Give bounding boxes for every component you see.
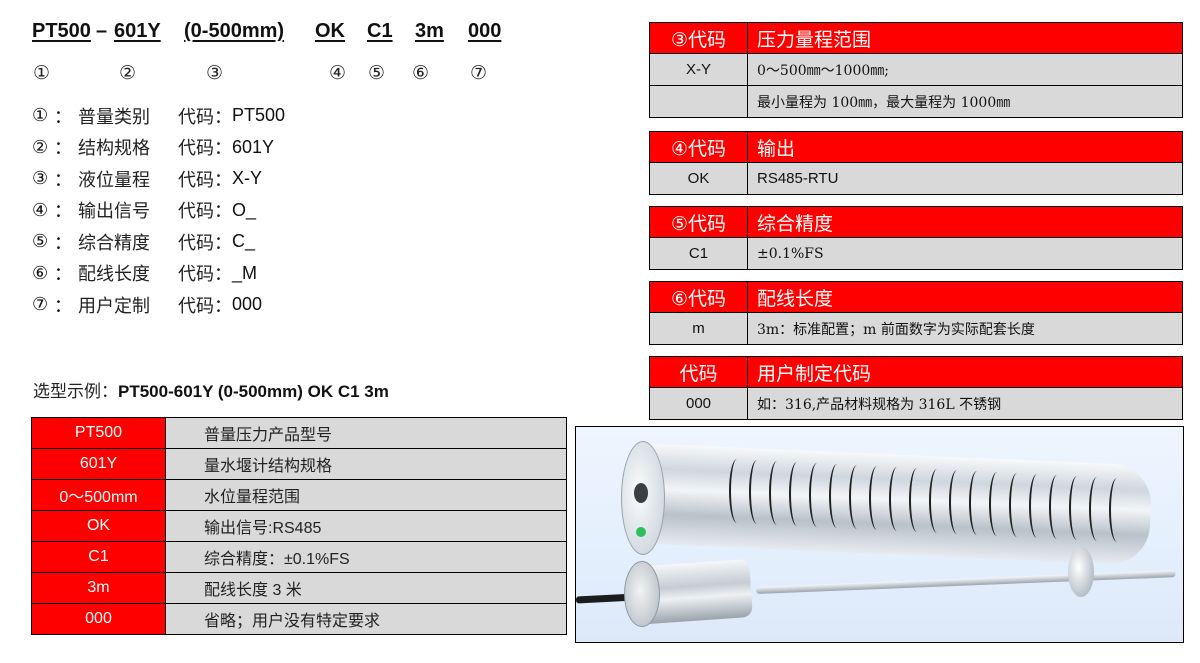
table-header: 代码用户制定代码 bbox=[649, 356, 1183, 388]
legend-item: ①：普量类别代码：PT500 bbox=[32, 100, 285, 132]
row-desc: 水位量程范围 bbox=[165, 479, 567, 511]
row-code: C1 bbox=[31, 541, 166, 573]
row-desc: 省略；用户没有特定要求 bbox=[165, 603, 567, 635]
level-indicator-icon bbox=[636, 527, 646, 537]
code-part-accuracy: C1 bbox=[367, 20, 393, 42]
legend-item: ⑤：综合精度代码：C_ bbox=[32, 226, 285, 258]
row-code: 000 bbox=[31, 603, 166, 635]
marker-3: ③ bbox=[206, 62, 224, 84]
legend-num: ② bbox=[32, 136, 49, 158]
legend-num: ④ bbox=[32, 199, 49, 221]
legend-num: ⑦ bbox=[32, 294, 49, 316]
legend-item: ③：液位量程代码：X-Y bbox=[32, 163, 285, 195]
legend-code: 601Y bbox=[232, 136, 275, 157]
row-desc: 配线长度 3 米 bbox=[165, 572, 567, 604]
marker-1: ① bbox=[33, 62, 51, 84]
marker-2: ② bbox=[119, 62, 137, 84]
product-photo bbox=[575, 426, 1184, 643]
row-desc: 输出信号:RS485 bbox=[165, 510, 567, 542]
example-value: PT500-601Y (0-500mm) OK C1 3m bbox=[118, 382, 389, 401]
legend-item: ④：输出信号代码：O_ bbox=[32, 195, 285, 227]
row-code: 0～500mm bbox=[31, 479, 166, 511]
table-row: 最小量程为 100㎜，最大量程为 1000㎜ bbox=[649, 85, 1183, 118]
code-part-output: OK bbox=[315, 20, 345, 42]
legend-num: ③ bbox=[32, 168, 49, 190]
code-separator: – bbox=[96, 20, 108, 42]
legend-name: 用户定制 bbox=[78, 295, 150, 316]
legend-name: 结构规格 bbox=[78, 138, 150, 159]
example-label: 选型示例： bbox=[33, 382, 118, 401]
probe-rod-image bbox=[755, 570, 1176, 594]
legend-code: C_ bbox=[232, 231, 256, 252]
legend-name: 综合精度 bbox=[78, 232, 150, 253]
legend-item: ⑦：用户定制代码：000 bbox=[32, 289, 285, 321]
legend-num: ⑥ bbox=[32, 262, 49, 284]
code-legend: ①：普量类别代码：PT500 ②：结构规格代码：601Y ③：液位量程代码：X-… bbox=[32, 100, 285, 321]
legend-code: X-Y bbox=[232, 168, 263, 189]
marker-4: ④ bbox=[329, 62, 347, 84]
selection-example: 选型示例：PT500-601Y (0-500mm) OK C1 3m bbox=[33, 377, 389, 402]
table-row: C1±0.1%FS bbox=[649, 237, 1183, 270]
marker-6: ⑥ bbox=[412, 62, 430, 84]
float-ball-image bbox=[1068, 547, 1094, 597]
marker-5: ⑤ bbox=[368, 62, 386, 84]
row-code: OK bbox=[31, 510, 166, 542]
table-header: ⑤代码综合精度 bbox=[649, 206, 1183, 238]
legend-name: 普量类别 bbox=[78, 106, 150, 127]
row-code: 601Y bbox=[31, 448, 166, 480]
legend-code: _M bbox=[232, 262, 258, 283]
spec-table-accuracy: ⑤代码综合精度 C1±0.1%FS bbox=[649, 206, 1183, 270]
code-part-cable: 3m bbox=[415, 20, 444, 42]
legend-name: 配线长度 bbox=[78, 264, 150, 285]
code-part-structure: 601Y bbox=[114, 20, 161, 42]
code-part-type: PT500 bbox=[32, 20, 91, 42]
row-code: PT500 bbox=[31, 417, 166, 449]
row-code: 3m bbox=[31, 572, 166, 604]
legend-name: 输出信号 bbox=[78, 201, 150, 222]
table-header: ③代码压力量程范围 bbox=[649, 22, 1183, 54]
legend-code: O_ bbox=[232, 199, 257, 220]
table-header: ④代码输出 bbox=[649, 131, 1183, 163]
row-desc: 普量压力产品型号 bbox=[165, 417, 567, 449]
marker-7: ⑦ bbox=[470, 62, 488, 84]
legend-code: PT500 bbox=[232, 105, 286, 126]
row-desc: 量水堰计结构规格 bbox=[165, 448, 567, 480]
code-part-custom: 000 bbox=[468, 20, 502, 42]
legend-item: ②：结构规格代码：601Y bbox=[32, 132, 285, 164]
legend-num: ① bbox=[32, 105, 49, 127]
legend-num: ⑤ bbox=[32, 231, 49, 253]
legend-code: 000 bbox=[232, 294, 263, 315]
code-part-range: (0-500mm) bbox=[184, 20, 285, 42]
legend-name: 液位量程 bbox=[78, 169, 150, 190]
table-header: ⑥代码配线长度 bbox=[649, 281, 1183, 313]
row-desc: 综合精度：±0.1%FS bbox=[165, 541, 567, 573]
legend-item: ⑥：配线长度代码：_M bbox=[32, 258, 285, 290]
